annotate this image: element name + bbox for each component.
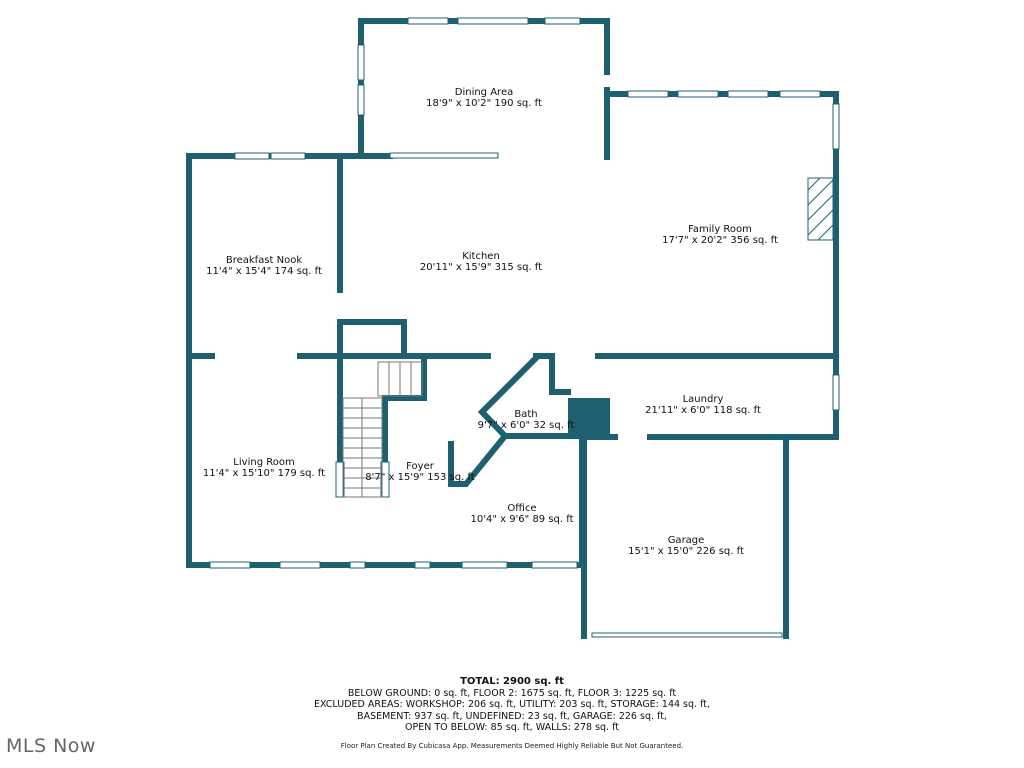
room-name: Garage xyxy=(667,535,705,546)
total-area: TOTAL: 2900 sq. ft xyxy=(460,676,564,687)
windows xyxy=(209,17,840,638)
room-name: Bath xyxy=(514,409,538,420)
watermark-logo: MLS Now xyxy=(6,735,96,757)
summary-line: BASEMENT: 937 sq. ft, UNDEFINED: 23 sq. … xyxy=(357,710,667,722)
room-name: Office xyxy=(507,503,537,514)
room-size: 11'4" x 15'10" 179 sq. ft xyxy=(202,468,326,479)
area-summary: TOTAL: 2900 sq. ft BELOW GROUND: 0 sq. f… xyxy=(0,676,1024,734)
room-name: Breakfast Nook xyxy=(225,255,303,266)
room-size: 20'11" x 15'9" 315 sq. ft xyxy=(419,262,543,273)
disclaimer: Floor Plan Created By Cubicasa App. Meas… xyxy=(340,742,684,750)
room-name: Foyer xyxy=(406,461,434,472)
room-size: 18'9" x 10'2" 190 sq. ft xyxy=(426,98,542,109)
summary-line: OPEN TO BELOW: 85 sq. ft, WALLS: 278 sq.… xyxy=(405,722,619,733)
room-size: 21'11" x 6'0" 118 sq. ft xyxy=(645,405,761,416)
room-size: 11'4" x 15'4" 174 sq. ft xyxy=(206,266,322,277)
room-size: 10'4" x 9'6" 89 sq. ft xyxy=(470,514,574,525)
room-size: 8'7" x 15'9" 153 sq. ft xyxy=(365,472,475,483)
room-name: Laundry xyxy=(682,394,724,405)
summary-line: EXCLUDED AREAS: WORKSHOP: 206 sq. ft, UT… xyxy=(313,699,710,710)
fireplace xyxy=(807,177,834,241)
room-name: Living Room xyxy=(233,457,295,468)
room-size: 15'1" x 15'0" 226 sq. ft xyxy=(628,546,744,557)
room-name: Dining Area xyxy=(454,87,514,98)
room-name: Kitchen xyxy=(462,251,500,262)
staircase xyxy=(342,361,423,498)
room-size: 9'7" x 6'0" 32 sq. ft xyxy=(477,420,575,431)
room-size: 17'7" x 20'2" 356 sq. ft xyxy=(662,235,778,246)
chimney-block xyxy=(568,398,610,438)
room-name: Family Room xyxy=(688,224,752,235)
summary-line: BELOW GROUND: 0 sq. ft, FLOOR 2: 1675 sq… xyxy=(347,687,677,699)
